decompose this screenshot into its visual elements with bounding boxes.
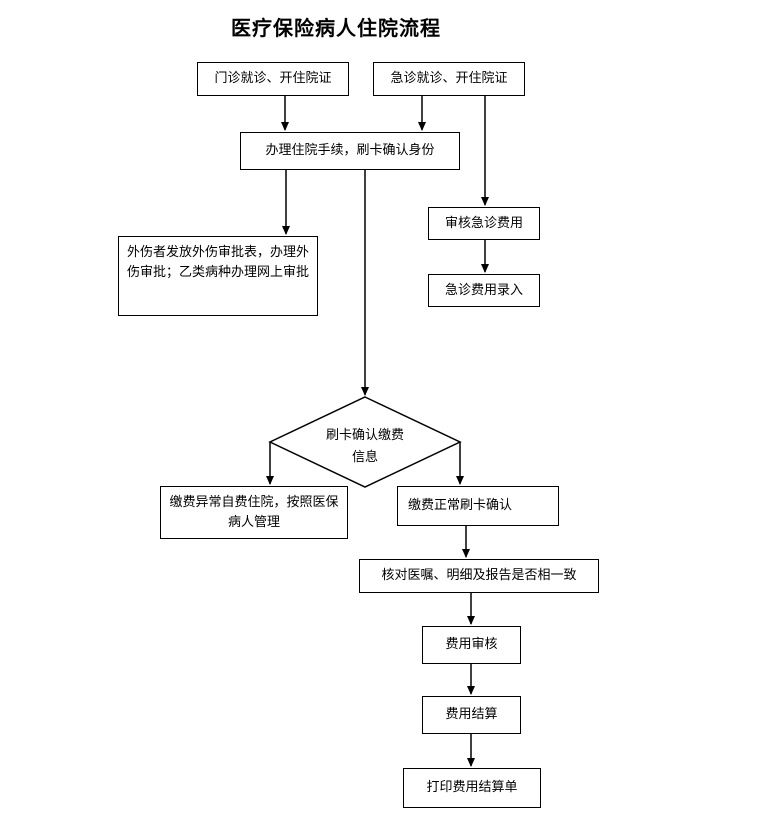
node-fee-settlement: 费用结算 — [422, 696, 521, 734]
decision-label: 刷卡确认缴费信息 — [325, 428, 404, 465]
page-title: 医疗保险病人住院流程 — [231, 16, 441, 40]
decision-diamond — [268, 396, 462, 488]
node-abnormal-payment: 缴费异常自费住院，按照医保病人管理 — [160, 486, 348, 539]
node-injury-approval: 外伤者发放外伤审批表，办理外伤审批；乙类病种办理网上审批 — [118, 236, 318, 316]
node-review-emergency-fee: 审核急诊费用 — [428, 207, 540, 240]
node-print-settlement: 打印费用结算单 — [403, 768, 541, 808]
node-admission: 办理住院手续，刷卡确认身份 — [240, 132, 460, 170]
node-fee-review: 费用审核 — [422, 626, 521, 664]
node-emergency: 急诊就诊、开住院证 — [373, 62, 525, 96]
node-enter-emergency-fee: 急诊费用录入 — [428, 274, 540, 307]
node-outpatient: 门诊就诊、开住院证 — [197, 62, 349, 96]
node-normal-payment: 缴费正常刷卡确认 — [397, 486, 559, 526]
node-verify-orders: 核对医嘱、明细及报告是否相一致 — [359, 559, 599, 593]
